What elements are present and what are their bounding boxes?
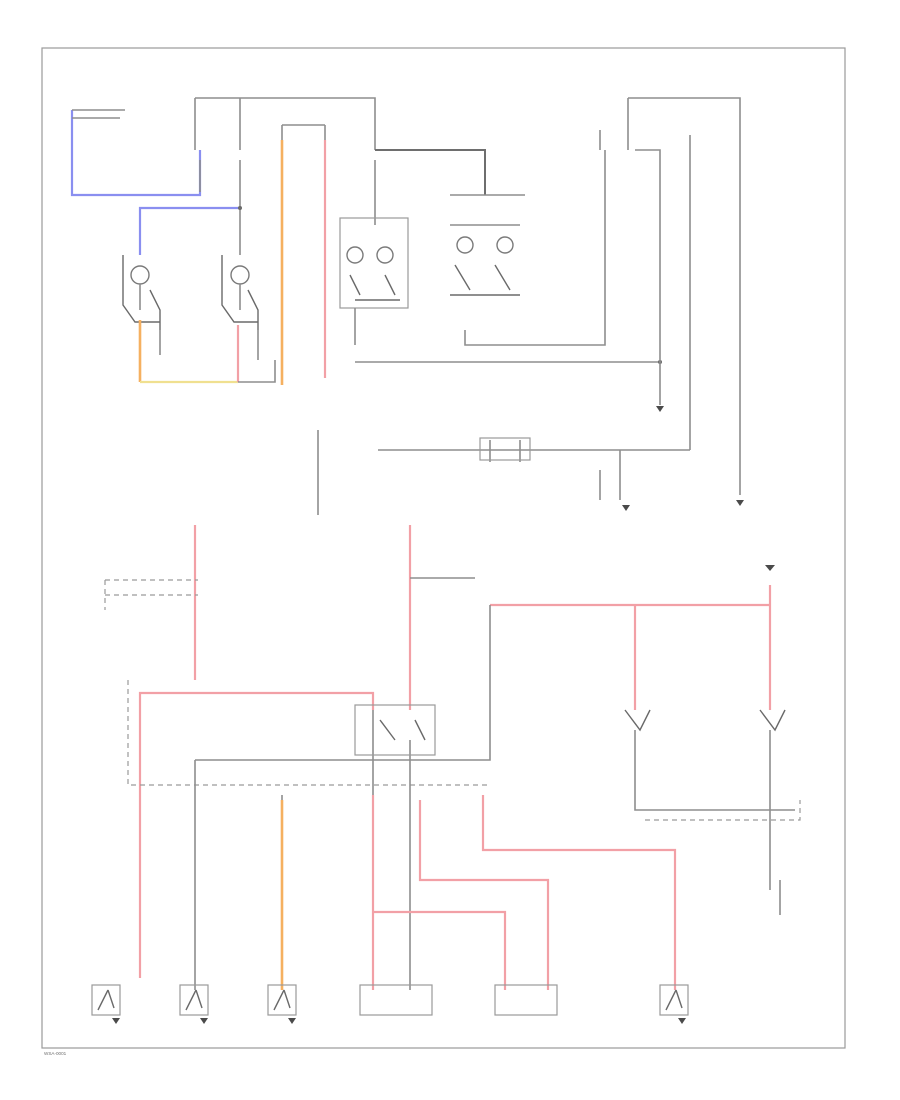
relay-coil-center-2 bbox=[496, 236, 514, 254]
pink-bottom-2 bbox=[418, 800, 550, 990]
multifunction-unit bbox=[354, 704, 436, 756]
dashed-switch-box bbox=[104, 579, 198, 610]
top-switch-link bbox=[281, 124, 326, 140]
ground-bottom-1 bbox=[112, 1018, 120, 1024]
diagram-frame bbox=[41, 47, 846, 1049]
instrument-cluster-box bbox=[479, 437, 531, 461]
headlamp-section bbox=[70, 97, 376, 515]
switch-component-6-lever bbox=[665, 989, 683, 1011]
right-feed-a bbox=[599, 130, 661, 405]
ground-return-top-left bbox=[238, 360, 276, 383]
right-drop-gray bbox=[195, 605, 491, 761]
relay-box-left bbox=[339, 217, 409, 309]
pink-bottom-4 bbox=[481, 795, 677, 990]
fuse-section-right bbox=[378, 97, 744, 511]
relay-coil-left bbox=[346, 246, 364, 264]
fuse-box-line bbox=[72, 109, 125, 119]
switch-component-3 bbox=[267, 984, 297, 1016]
right-bus bbox=[627, 97, 741, 150]
relay-coil-right bbox=[376, 246, 394, 264]
bottom-bus bbox=[194, 795, 411, 990]
switch-component-6 bbox=[659, 984, 689, 1016]
top-bus bbox=[194, 97, 376, 150]
switch-right-2 bbox=[759, 709, 786, 732]
right-outline bbox=[645, 800, 801, 821]
feed-to-relay bbox=[375, 149, 486, 195]
left-headlamp-bulb bbox=[130, 265, 150, 285]
relay-bus bbox=[374, 160, 525, 225]
relay-contacts-center bbox=[450, 264, 520, 296]
relay-coil-center-1 bbox=[456, 236, 474, 254]
flasher-unit-box bbox=[494, 984, 558, 1016]
ground-bottom-3 bbox=[288, 1018, 296, 1024]
blue-wire-lower bbox=[138, 206, 240, 255]
switch-component-2-lever bbox=[185, 989, 203, 1011]
ground-top-right bbox=[765, 565, 775, 571]
module-connector bbox=[194, 710, 411, 795]
right-headlamp-bulb bbox=[230, 265, 250, 285]
ground-2 bbox=[736, 500, 744, 506]
mfu-contacts bbox=[379, 719, 426, 741]
switch-component-1 bbox=[91, 984, 121, 1016]
left-lamp-switch bbox=[122, 255, 161, 330]
ground-3 bbox=[656, 406, 664, 412]
right-lamp-switch bbox=[221, 255, 259, 330]
module-outline bbox=[127, 680, 490, 786]
relay-section bbox=[339, 149, 662, 364]
left-lamp-leads bbox=[139, 284, 161, 355]
switch-component-3-lever bbox=[273, 989, 291, 1011]
right-lamp-leads bbox=[239, 284, 259, 360]
instrument-drops bbox=[489, 440, 621, 500]
ground-bottom-4 bbox=[678, 1018, 686, 1024]
footer-code: WSA-0001 bbox=[44, 1051, 67, 1056]
relay-contacts-left bbox=[349, 274, 400, 301]
blue-wire-top bbox=[70, 110, 202, 197]
ground-bottom-2 bbox=[200, 1018, 208, 1024]
pink-loop bbox=[138, 691, 375, 978]
hazard-switch-box bbox=[359, 984, 433, 1016]
switch-right-1 bbox=[624, 709, 651, 732]
splice-node bbox=[238, 206, 242, 210]
right-switch-out bbox=[634, 730, 795, 890]
pink-bottom-3 bbox=[373, 910, 507, 990]
ground-1 bbox=[622, 505, 630, 511]
switch-bank-section bbox=[91, 795, 781, 1024]
body-control-section bbox=[104, 525, 801, 978]
relay-output bbox=[354, 308, 660, 363]
switch-component-2 bbox=[179, 984, 209, 1016]
relay-to-switch bbox=[464, 150, 606, 346]
switch-component-1-lever bbox=[97, 989, 115, 1011]
